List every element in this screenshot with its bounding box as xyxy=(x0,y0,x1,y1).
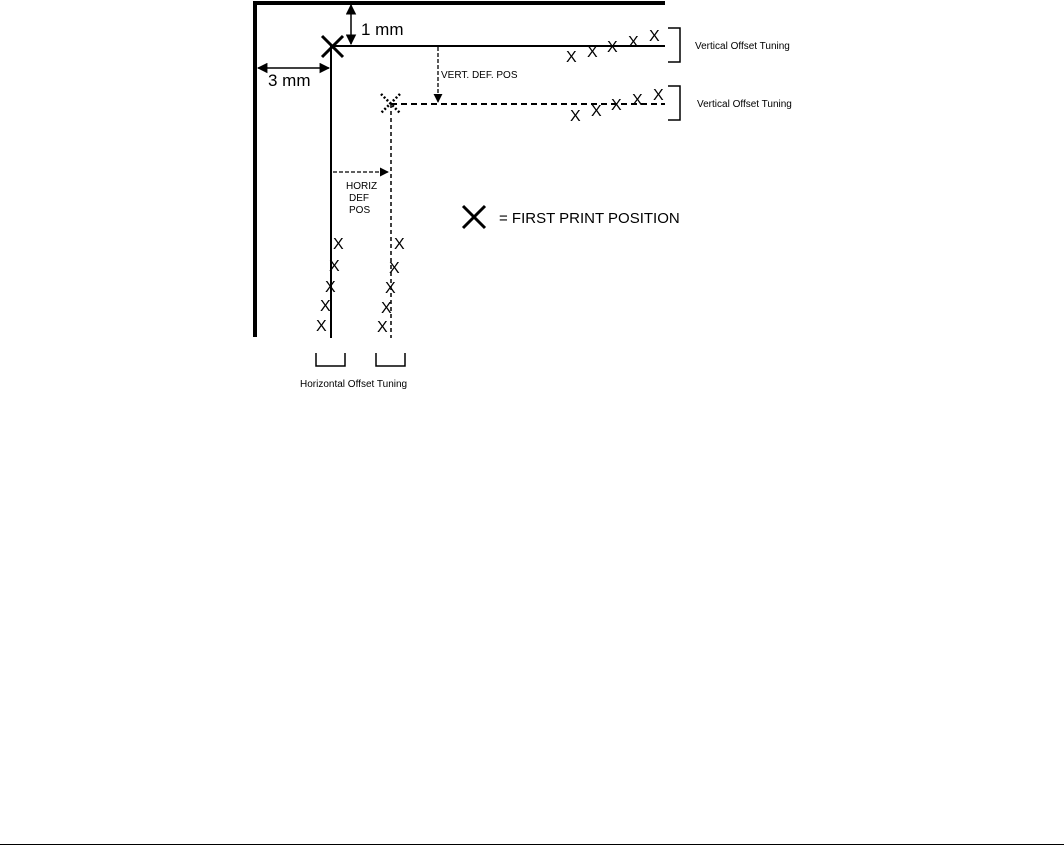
left-margin-label: 3 mm xyxy=(268,71,311,90)
tuning-mark: X xyxy=(632,92,643,109)
tuning-mark: X xyxy=(649,28,660,45)
legend-label: = FIRST PRINT POSITION xyxy=(499,210,680,227)
vertical-offset-tuning-label-2: Vertical Offset Tuning xyxy=(697,99,792,110)
vertical-tuning-marks-row-2: X X X X X xyxy=(570,87,664,125)
vertical-tuning-bracket-1 xyxy=(668,28,680,62)
horizontal-offset-tuning-label: Horizontal Offset Tuning xyxy=(300,379,407,390)
horiz-def-pos-label-line2: DEF xyxy=(349,193,369,204)
horiz-def-pos-label-line3: POS xyxy=(349,205,370,216)
offset-first-print-mark xyxy=(381,94,400,113)
tuning-mark: X xyxy=(325,279,336,296)
tuning-mark: X xyxy=(316,318,327,335)
tuning-mark: X xyxy=(566,49,577,66)
default-print-line xyxy=(331,46,665,338)
tuning-mark: X xyxy=(587,44,598,61)
tuning-mark: X xyxy=(591,103,602,120)
tuning-mark: X xyxy=(607,39,618,56)
tuning-mark: X xyxy=(329,258,340,275)
tuning-mark: X xyxy=(377,319,388,336)
tuning-mark: X xyxy=(333,236,344,253)
vertical-offset-tuning-label-1: Vertical Offset Tuning xyxy=(695,41,790,52)
vertical-tuning-bracket-2 xyxy=(668,86,680,120)
tuning-mark: X xyxy=(320,298,331,315)
tuning-mark: X xyxy=(653,87,664,104)
top-margin-label: 1 mm xyxy=(361,20,404,39)
horizontal-tuning-bracket-2 xyxy=(376,353,405,366)
horizontal-tuning-bracket-1 xyxy=(316,353,345,366)
tuning-mark: X xyxy=(389,260,400,277)
legend-x-icon xyxy=(463,206,485,228)
tuning-mark: X xyxy=(385,280,396,297)
tuning-mark: X xyxy=(570,108,581,125)
page-footer-rule xyxy=(0,844,1064,845)
vert-def-pos-label: VERT. DEF. POS xyxy=(441,70,518,81)
paper-edge xyxy=(255,3,665,337)
tuning-mark: X xyxy=(628,34,639,51)
tuning-mark: X xyxy=(394,236,405,253)
tuning-mark: X xyxy=(381,300,392,317)
tuning-mark: X xyxy=(611,97,622,114)
horiz-def-pos-label-line1: HORIZ xyxy=(346,181,377,192)
